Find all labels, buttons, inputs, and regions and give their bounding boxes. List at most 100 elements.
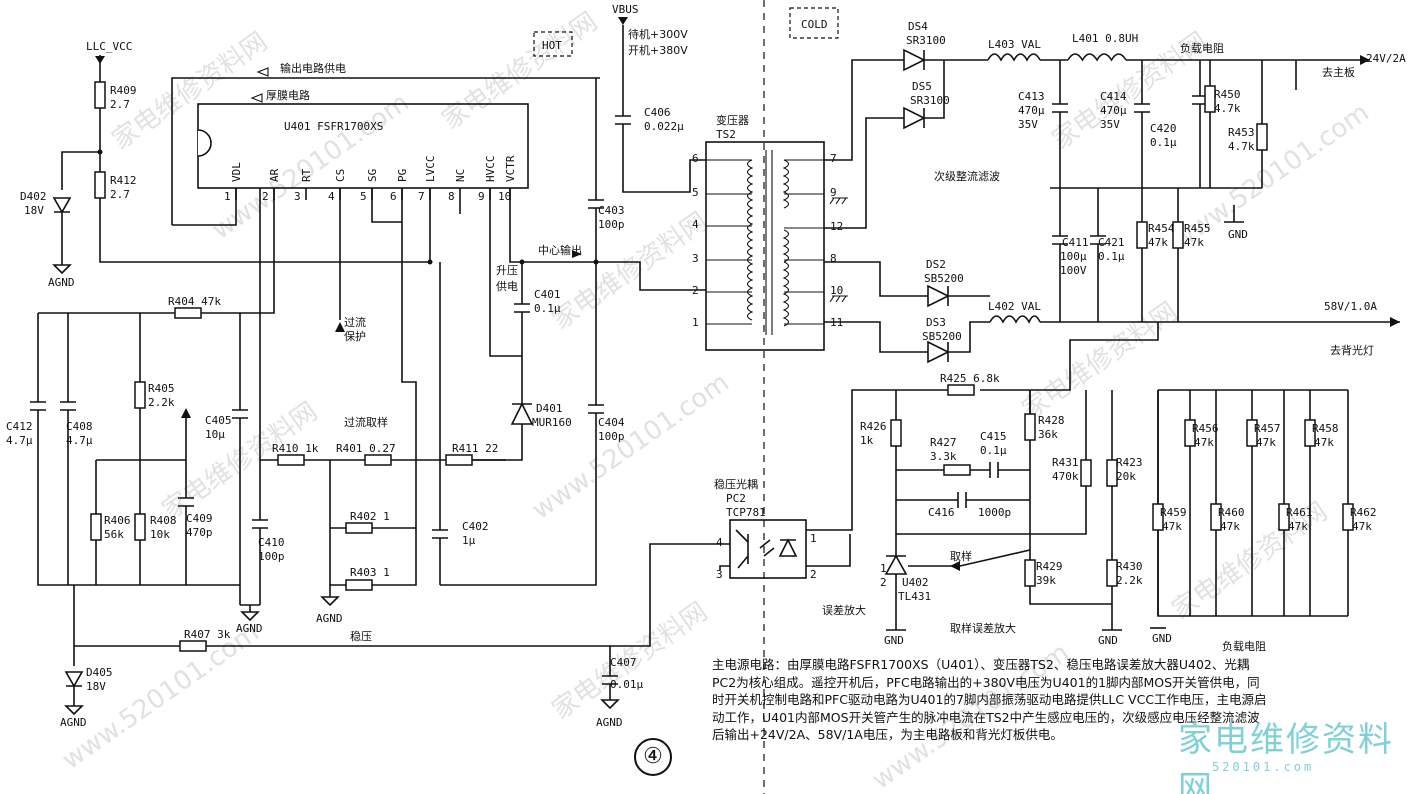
arrow-up-icon	[335, 322, 345, 332]
r458-label: R458	[1312, 422, 1339, 435]
c420-label: C420	[1150, 122, 1177, 135]
ocp-sample-label: 过流取样	[344, 415, 388, 429]
resistor-r406	[90, 513, 102, 541]
ic-pin-number: 2	[262, 190, 269, 203]
wire-vctr	[509, 188, 596, 263]
arrow-up-icon	[181, 408, 191, 418]
c406-label: C406	[644, 106, 671, 119]
vbus-on-label: 开机+380V	[628, 43, 688, 57]
r450-value: 4.7k	[1214, 102, 1241, 115]
wire-r404	[38, 188, 275, 314]
junction-dot	[97, 149, 103, 155]
resistor-r461	[1278, 503, 1290, 531]
capacitor-c406	[615, 115, 631, 125]
resistor-r429	[1024, 559, 1036, 587]
d402-label: D402	[20, 190, 47, 203]
c404-value: 100p	[598, 430, 625, 443]
c414-value: 470μ	[1100, 104, 1127, 117]
ds5-value: SR3100	[910, 94, 950, 107]
r457-label: R457	[1254, 422, 1281, 435]
r426-label: R426	[860, 420, 887, 433]
ic-u401-label: U401 FSFR1700XS	[284, 120, 383, 133]
wire-r454-r455	[1141, 188, 1179, 322]
boost-label-1: 升压	[496, 264, 518, 277]
r412-value: 2.7	[110, 188, 130, 201]
ic-pin-name: AR	[268, 168, 281, 182]
ds4-label: DS4	[908, 20, 928, 33]
d401-label: D401	[536, 402, 563, 415]
wire-llc-vcc	[99, 55, 431, 263]
r406-value: 56k	[104, 528, 124, 541]
out-58v-dest-label: 去背光灯	[1330, 343, 1374, 357]
inductor-l401	[1067, 53, 1127, 62]
ds3-label: DS3	[926, 316, 946, 329]
l402-label: L402 VAL	[988, 300, 1041, 313]
sample-label: 取样	[950, 549, 972, 563]
r404-label: R404 47k	[168, 295, 221, 308]
wire-vbus	[622, 25, 706, 193]
arrow-down-icon	[618, 17, 628, 25]
c407-label: C407	[610, 656, 637, 669]
c404-label: C404	[598, 416, 625, 429]
r454-value: 47k	[1148, 236, 1168, 249]
resistor-r426	[890, 419, 902, 447]
diode-d401	[510, 402, 534, 425]
gnd-label: GND	[884, 634, 904, 647]
transformer-winding	[746, 159, 754, 321]
wire-supply-loop	[171, 77, 600, 225]
hot-region-box	[533, 31, 573, 57]
agnd-label: AGND	[316, 612, 343, 625]
center-out-label: 中心输出	[538, 243, 582, 257]
capacitor-c412-c408	[30, 401, 76, 411]
wire-r431-r423	[1030, 390, 1113, 535]
r462-label: R462	[1350, 506, 1377, 519]
wire-ds5	[824, 60, 945, 229]
resistor-r412	[94, 171, 106, 199]
pin-number: 1	[810, 532, 817, 545]
c411-label: C411	[1062, 236, 1089, 249]
transformer-ts2-body	[705, 141, 825, 351]
r401-label: R401 0.27	[336, 442, 396, 455]
ic-pin-name: SG	[366, 169, 379, 182]
c405-value: 10μ	[205, 428, 225, 441]
arrow-icon	[256, 67, 269, 77]
ocp-label-1: 过流	[344, 315, 366, 329]
c416-value: 1000p	[978, 506, 1011, 519]
chassis-ground-icon	[829, 295, 848, 303]
err-amp-label: 误差放大	[822, 603, 866, 617]
wire-r428	[895, 390, 1031, 535]
resistor-r454	[1136, 221, 1148, 249]
pin-number: 1	[692, 316, 699, 329]
ic-pin-number: 4	[328, 190, 335, 203]
capacitor-c403-c404	[588, 199, 604, 414]
capacitor-c407	[602, 675, 618, 685]
c408-value: 4.7μ	[66, 434, 93, 447]
r453-value: 4.7k	[1228, 140, 1255, 153]
wire-r406-r408	[95, 459, 141, 585]
r408-label: R408	[150, 514, 177, 527]
resistor-r427	[943, 464, 971, 476]
wire-c412-c408	[37, 313, 240, 586]
inductor-l402	[989, 315, 1041, 324]
pin-number: 5	[692, 186, 699, 199]
agnd-label: AGND	[596, 716, 623, 729]
diode-ds4	[903, 48, 926, 72]
tl431-u402	[884, 534, 908, 630]
r454-label: R454	[1148, 222, 1175, 235]
r450-label: R450	[1214, 88, 1241, 101]
c412-value: 4.7μ	[6, 434, 33, 447]
arrow-icon	[1360, 55, 1370, 65]
diode-ds2	[927, 284, 950, 308]
r426-value: 1k	[860, 434, 874, 447]
c403-label: C403	[598, 204, 625, 217]
c409-value: 470p	[186, 526, 213, 539]
r405-label: R405	[148, 382, 175, 395]
agnd-icon	[240, 611, 260, 622]
pin-number: 4	[692, 218, 699, 231]
resistor-r430	[1106, 559, 1118, 587]
load-resistor-bank: R45647kR45747kR45847kR45947kR46047kR4614…	[1152, 390, 1377, 616]
agnd-icon	[64, 705, 84, 716]
r458-value: 47k	[1314, 436, 1334, 449]
c401-label: C401	[534, 288, 561, 301]
